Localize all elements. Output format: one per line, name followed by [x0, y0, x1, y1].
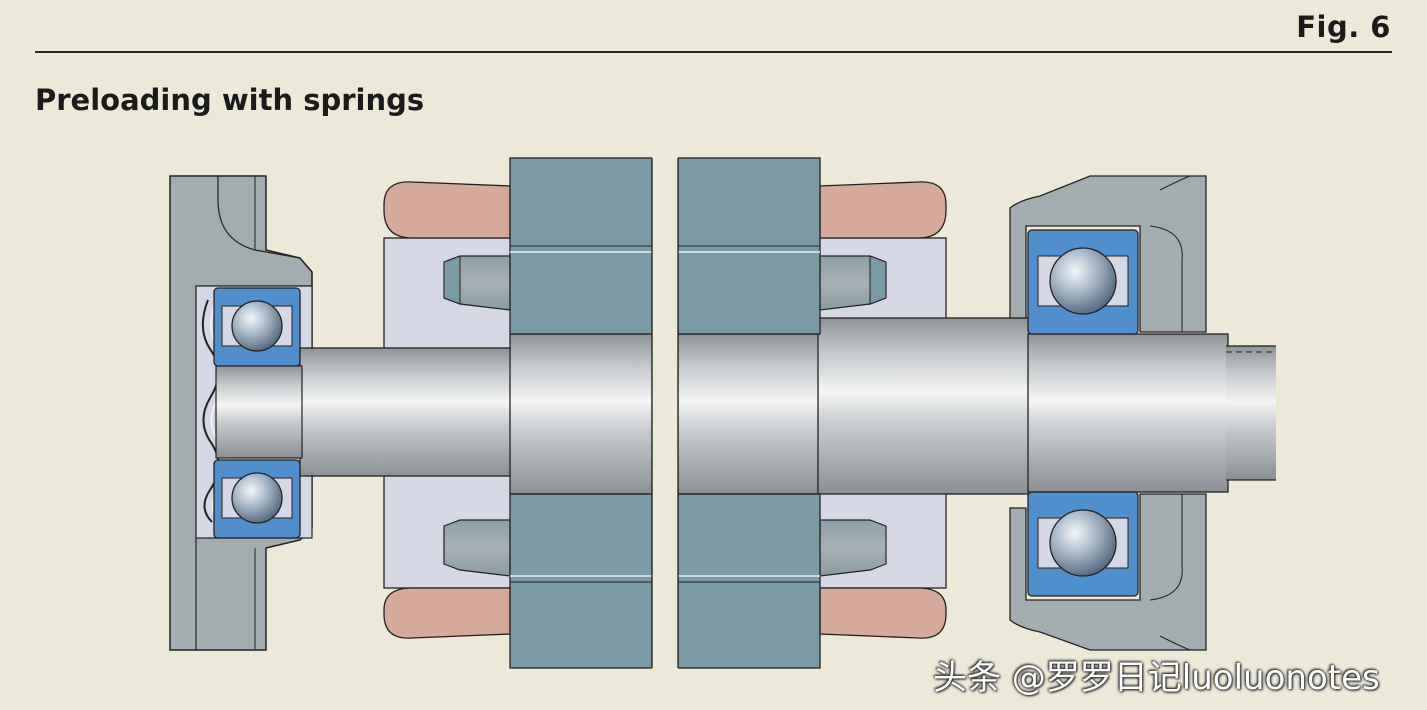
rotor-end-rings: [443, 255, 887, 577]
end-windings: [383, 181, 947, 639]
left-ball-bearing-upper: [213, 287, 301, 367]
shaft: [215, 317, 1276, 495]
figure-label: Fig. 6: [1296, 10, 1391, 44]
watermark-text: 头条 @罗罗日记luoluonotes: [933, 658, 1380, 698]
left-ball-bearing-lower: [213, 459, 301, 539]
right-housing: [1009, 175, 1207, 651]
right-ball-bearing-upper: [1027, 229, 1139, 335]
right-ball-bearing-lower: [1027, 491, 1139, 597]
stator-core: [509, 157, 821, 669]
section-break: [651, 150, 679, 680]
header-divider: [35, 51, 1392, 53]
figure-title: Preloading with springs: [35, 83, 425, 117]
